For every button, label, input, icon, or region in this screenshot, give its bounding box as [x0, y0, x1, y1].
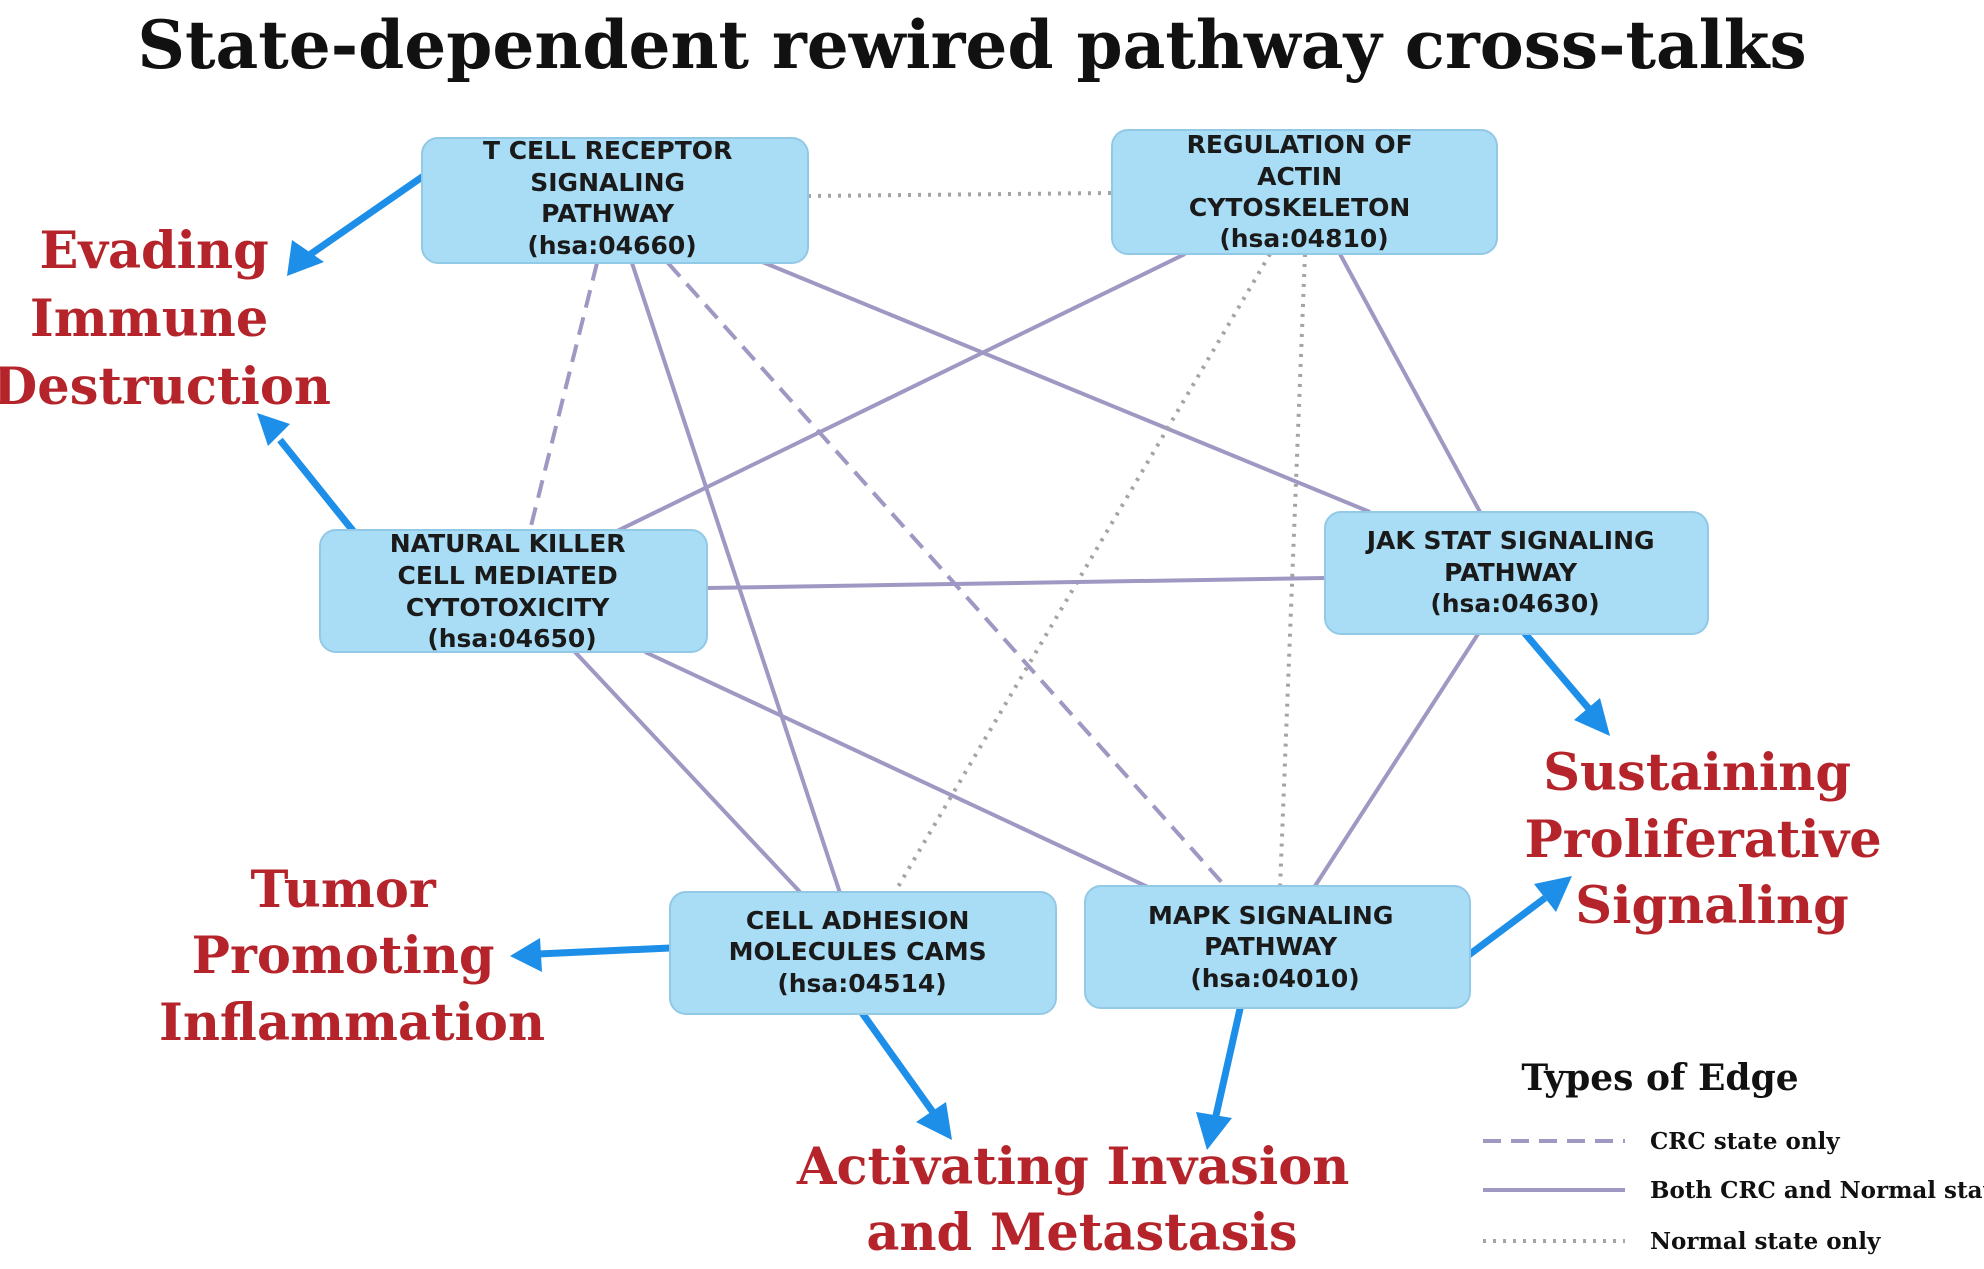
- edge-type-legend: Types of Edge CRC state only Both CRC an…: [1483, 1057, 1984, 1255]
- arrow-cams-to-tumor: [510, 938, 671, 972]
- nodes-layer: T CELL RECEPTOR SIGNALING PATHWAY (hsa:0…: [319, 129, 1709, 1015]
- edge-tcell-jak: [759, 259, 1371, 514]
- edge-nk-cams: [573, 650, 802, 894]
- hallmarks-layer: Evading Immune Destruction Tumor Promoti…: [0, 221, 1899, 1263]
- edge-actin-jak: [1338, 253, 1482, 513]
- node-regulation-actin[interactable]: REGULATION OF ACTIN CYTOSKELETON (hsa:04…: [1111, 129, 1498, 255]
- edge-nk-mapk: [644, 650, 1151, 890]
- node-mapk[interactable]: MAPK SIGNALING PATHWAY (hsa:04010): [1084, 885, 1471, 1009]
- edge-jak-mapk: [1313, 632, 1480, 888]
- arrow-jak-to-sustaining: [1519, 627, 1610, 736]
- node-jak-stat-label: JAK STAT SIGNALING PATHWAY (hsa:04630): [1365, 526, 1664, 618]
- edge-actin-cams: [893, 252, 1272, 894]
- node-tcell-receptor[interactable]: T CELL RECEPTOR SIGNALING PATHWAY (hsa:0…: [421, 136, 809, 264]
- node-jak-stat[interactable]: JAK STAT SIGNALING PATHWAY (hsa:04630): [1324, 511, 1709, 635]
- node-cell-adhesion[interactable]: CELL ADHESION MOLECULES CAMS (hsa:04514): [669, 891, 1057, 1015]
- legend-item-normal: Normal state only: [1483, 1228, 1881, 1255]
- node-natural-killer-label: NATURAL KILLER CELL MEDIATED CYTOTOXICIT…: [390, 529, 635, 653]
- arrow-nk-to-evading: [257, 413, 365, 545]
- edge-actin-nk: [614, 252, 1186, 534]
- edges-layer: [528, 191, 1482, 894]
- legend-label-normal: Normal state only: [1650, 1228, 1881, 1255]
- arrow-cams-to-invasion: [857, 1007, 952, 1140]
- legend-title: Types of Edge: [1521, 1057, 1798, 1099]
- legend-label-crc: CRC state only: [1650, 1128, 1840, 1155]
- node-mapk-label: MAPK SIGNALING PATHWAY (hsa:04010): [1148, 901, 1402, 993]
- node-regulation-actin-label: REGULATION OF ACTIN CYTOSKELETON (hsa:04…: [1187, 130, 1422, 253]
- hallmark-sustaining-proliferative-signaling: Sustaining Proliferative Signaling: [1524, 743, 1899, 936]
- arrow-mapk-to-invasion: [1196, 999, 1246, 1150]
- edge-nk-jak: [706, 576, 1326, 590]
- hallmark-evading-immune-destruction: Evading Immune Destruction: [0, 221, 331, 417]
- node-tcell-receptor-label: T CELL RECEPTOR SIGNALING PATHWAY (hsa:0…: [483, 136, 741, 260]
- diagram-title: State-dependent rewired pathway cross-ta…: [137, 6, 1806, 84]
- arrow-tcell-to-evading: [287, 172, 427, 276]
- node-natural-killer[interactable]: NATURAL KILLER CELL MEDIATED CYTOTOXICIT…: [319, 529, 708, 653]
- hallmark-activating-invasion-metastasis: Activating Invasion and Metastasis: [796, 1137, 1367, 1263]
- edge-tcell-nk: [528, 262, 599, 531]
- hallmark-arrows: [257, 172, 1610, 1150]
- node-cell-adhesion-label: CELL ADHESION MOLECULES CAMS (hsa:04514): [729, 906, 996, 998]
- legend-item-both: Both CRC and Normal state: [1483, 1177, 1984, 1204]
- legend-label-both: Both CRC and Normal state: [1650, 1177, 1984, 1204]
- edge-actin-mapk: [1278, 253, 1307, 889]
- edge-tcell-actin: [807, 191, 1113, 198]
- hallmark-tumor-promoting-inflammation: Tumor Promoting Inflammation: [159, 860, 545, 1053]
- legend-item-crc: CRC state only: [1483, 1128, 1840, 1155]
- edge-tcell-cams: [630, 262, 842, 894]
